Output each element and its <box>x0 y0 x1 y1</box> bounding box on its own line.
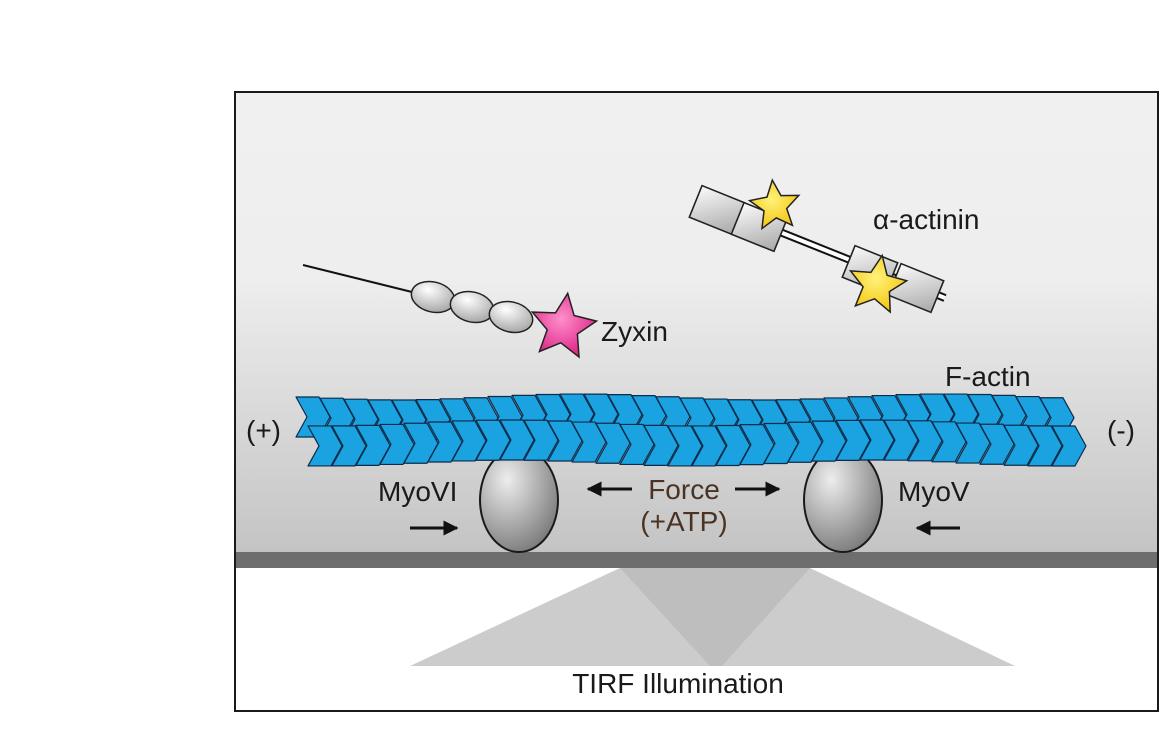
actin-monomer <box>763 422 799 465</box>
force-label: Force <box>648 474 720 505</box>
actin-monomer <box>475 419 511 461</box>
actin-monomer <box>787 421 823 463</box>
actin-monomer <box>1051 425 1087 467</box>
actin-monomer <box>523 419 559 461</box>
actin-monomer <box>691 425 727 467</box>
actin-monomer <box>571 421 607 463</box>
alpha-actinin-fluorophore-star-2 <box>848 253 909 314</box>
alpha-actinin-fluorophore-star-1 <box>747 178 801 231</box>
minus-end-label: (-) <box>1107 415 1135 446</box>
actin-monomer <box>499 419 535 461</box>
actin-monomer <box>883 419 919 461</box>
f-actin-label: F-actin <box>945 361 1031 392</box>
f-actin-filament <box>295 393 1087 467</box>
alpha-actinin-label: α-actinin <box>873 204 979 235</box>
actin-monomer <box>307 425 343 467</box>
actin-monomer <box>331 425 367 467</box>
actin-monomer <box>667 425 703 467</box>
myosin-v-motor <box>803 447 883 553</box>
actin-monomer <box>355 424 391 466</box>
actin-monomer <box>955 422 991 464</box>
actin-monomer <box>619 423 655 466</box>
actin-monomer <box>451 420 487 462</box>
zyxin-protein <box>302 264 599 359</box>
zyxin-label: Zyxin <box>601 316 668 347</box>
actin-monomer <box>403 422 439 464</box>
actin-monomer <box>739 424 775 466</box>
actin-monomer <box>811 420 847 462</box>
tirf-light-beams <box>410 568 1015 666</box>
actin-monomer <box>907 420 943 462</box>
zyxin-fluorophore-star <box>530 291 599 359</box>
plus-end-label: (+) <box>246 415 281 446</box>
actin-monomer <box>595 422 631 464</box>
myosin-vi-motor <box>479 447 559 553</box>
alpha-actinin-protein <box>688 178 947 314</box>
glass-surface <box>236 552 1157 568</box>
actin-monomer <box>643 424 679 466</box>
actin-monomer <box>427 421 463 463</box>
actin-monomer <box>1027 425 1063 467</box>
myo-vi-label: MyoVI <box>378 476 457 507</box>
actin-monomer <box>379 423 415 466</box>
atp-label: (+ATP) <box>640 506 727 537</box>
actin-monomer <box>979 423 1015 465</box>
tirf-illumination-label: TIRF Illumination <box>572 668 784 699</box>
actin-monomer <box>931 421 967 463</box>
myo-v-label: MyoV <box>898 476 970 507</box>
actin-monomer <box>1003 424 1039 466</box>
actin-monomer <box>715 424 751 467</box>
actin-monomer <box>835 419 871 461</box>
chamber-background <box>236 93 1157 552</box>
actin-monomer <box>859 419 895 461</box>
actin-monomer <box>547 420 583 462</box>
